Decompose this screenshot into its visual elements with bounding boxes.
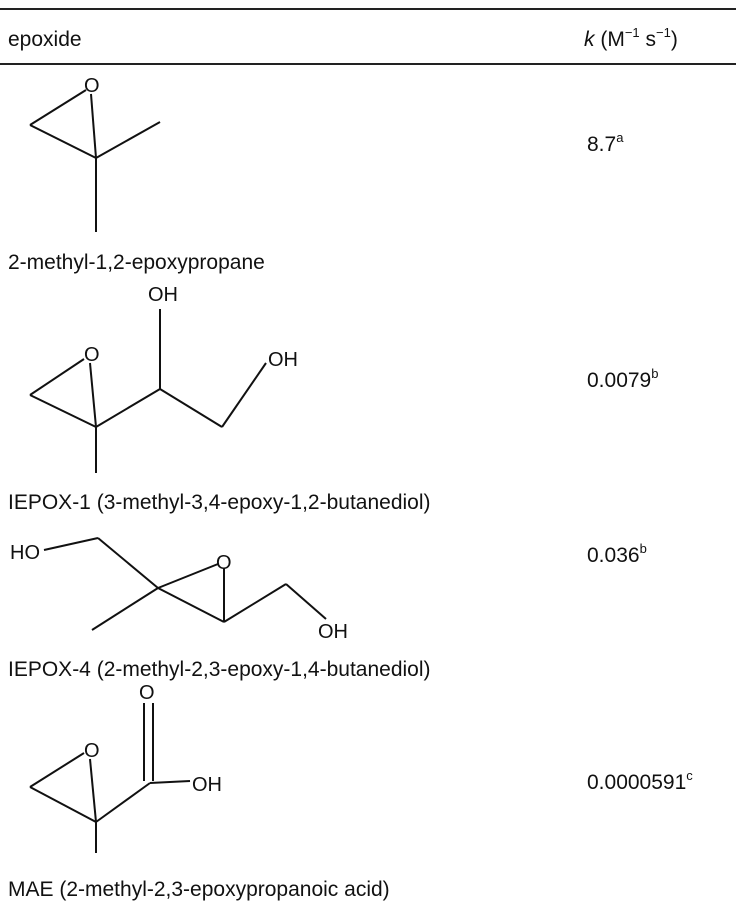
table-row-k-value: 0.0000591c [587,768,693,795]
footnote-marker: a [616,130,624,145]
column-header-rate-constant: k (M−1 s−1) [584,25,678,52]
structure-2-methyl-1-2-epoxypropane: O [29,75,161,232]
table-row-k-value: 8.7a [587,130,624,157]
atom-label: HO [10,542,40,564]
table-top-rule [0,8,736,10]
k-value: 0.0079 [587,369,652,392]
header-bottom-rule [0,63,736,65]
compound-name: 2-methyl-1,2-epoxypropane [8,251,265,274]
footnote-marker: c [686,768,693,783]
column-header-epoxide: epoxide [8,28,82,51]
atom-label: O [216,552,232,574]
footnote-marker: b [651,366,659,381]
atom-label: O [84,344,100,366]
compound-name: IEPOX-4 (2-methyl-2,3-epoxy-1,4-butanedi… [8,658,431,681]
compound-name: IEPOX-1 (3-methyl-3,4-epoxy-1,2-butanedi… [8,491,431,514]
k-units-exp1: −1 [624,25,640,40]
k-units-exp2: −1 [656,25,671,40]
k-units-open: (M [594,28,625,51]
table-row-k-value: 0.0079b [587,366,659,393]
table-row-k-value: 0.036b [587,541,647,568]
structure-iepox-4: HO O OH [10,537,348,643]
k-value: 8.7 [587,133,617,156]
footnote-marker: b [639,541,647,556]
atom-label: OH [148,284,178,306]
atom-label: OH [268,349,298,371]
k-symbol: k [584,28,595,51]
k-units-close: ) [670,28,678,51]
structure-mae: O O OH [29,682,222,853]
k-value: 0.036 [587,544,640,567]
structure-iepox-1: OH O OH [29,284,298,473]
atom-label: OH [192,774,222,796]
atom-label: O [84,75,100,97]
k-units-mid: s [639,28,656,51]
atom-label: O [84,740,100,762]
compound-name: MAE (2-methyl-2,3-epoxypropanoic acid) [8,878,390,901]
atom-label: OH [318,621,348,643]
k-value: 0.0000591 [587,771,687,794]
atom-label: O [139,682,155,704]
